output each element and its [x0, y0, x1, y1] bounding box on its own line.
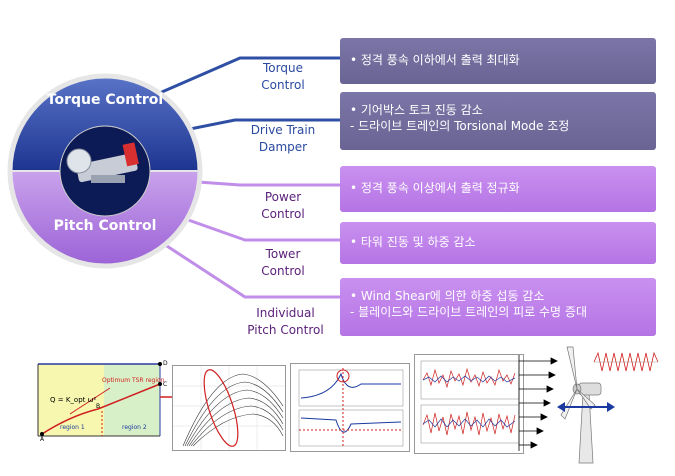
thumb1-point-d: D — [163, 360, 168, 367]
thumb1-equation: Q = K_opt ω² — [50, 396, 97, 404]
thumb-frequency-response — [290, 363, 410, 452]
thumb1-curve-label: Optimum TSR region — [102, 377, 165, 384]
thumb1-point-a: A — [40, 436, 45, 443]
wind-shear-arrows — [518, 355, 558, 451]
wind-turbine-icon — [557, 346, 615, 464]
thumb1-region2: region 2 — [122, 424, 147, 431]
thumb1-point-c: C — [163, 381, 168, 388]
thumb-oscillation — [592, 345, 660, 379]
torque-control-title: Torque Control — [46, 92, 164, 108]
line-torque — [154, 56, 340, 97]
box-tower-control: • 타워 진동 및 하중 감소 — [340, 222, 656, 264]
line-ipc — [149, 233, 340, 299]
box-individual-pitch-control: • Wind Shear에 의한 하중 섭동 감소- 블레이드와 드라이브 트레… — [340, 278, 656, 336]
box-power-control: • 정격 풍속 이상에서 출력 정규화 — [340, 166, 656, 212]
thumb-power-curves — [172, 365, 286, 451]
box-drive-train-damper: • 기어박스 토크 진동 감소- 드라이브 트레인의 Torsional Mod… — [340, 92, 656, 150]
thumb-time-series — [414, 354, 524, 454]
drivetrain-icon — [66, 142, 139, 183]
thumb-torque-curve: Optimum TSR region Q = K_opt ω² region 1… — [10, 354, 170, 454]
pitch-control-title: Pitch Control — [53, 218, 157, 234]
thumb1-region1: region 1 — [60, 424, 85, 431]
thumb1-point-b: B — [96, 403, 101, 410]
box-torque-control: • 정격 풍속 이하에서 출력 최대화 — [340, 38, 656, 84]
control-circle — [7, 73, 203, 269]
